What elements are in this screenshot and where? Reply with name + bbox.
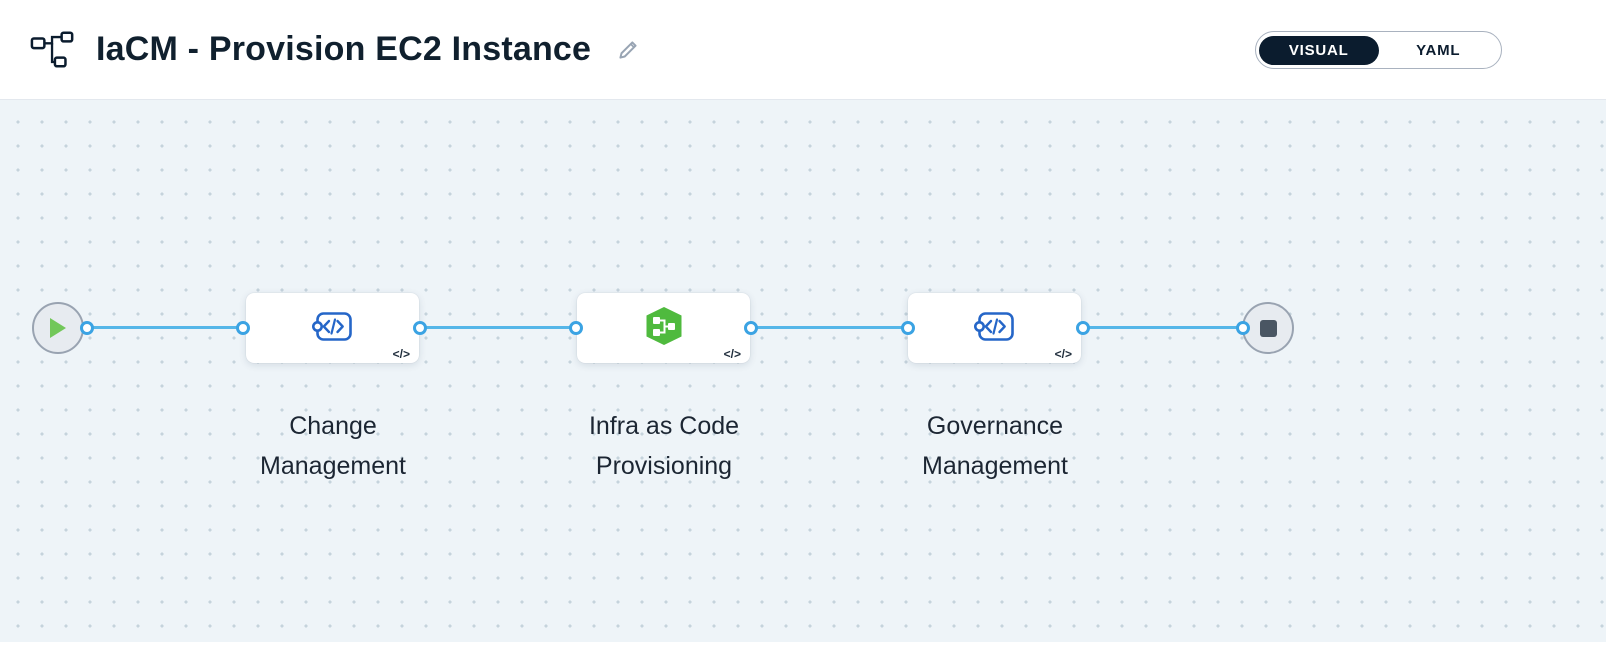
stage-code-badge: </> — [1054, 347, 1072, 361]
stage-label-infra-as-code-provisioning: Infra as Code Provisioning — [588, 412, 740, 480]
connector-port[interactable] — [901, 321, 915, 335]
stage-card-change-management[interactable]: </> — [246, 293, 419, 363]
stage-label-governance-management: Governance Management — [922, 412, 1068, 480]
connector-line — [1083, 326, 1243, 329]
visual-toggle-button[interactable]: VISUAL — [1259, 35, 1379, 65]
connector-line — [420, 326, 576, 329]
pipeline-icon — [30, 30, 76, 70]
stage-code-badge: </> — [392, 347, 410, 361]
play-icon — [50, 318, 76, 338]
custom-stage-icon — [310, 303, 356, 354]
connector-port[interactable] — [569, 321, 583, 335]
connector-port[interactable] — [744, 321, 758, 335]
header: IaCM - Provision EC2 Instance VISUAL YAM… — [0, 0, 1606, 100]
custom-stage-icon — [972, 303, 1018, 354]
connector-line — [751, 326, 908, 329]
connector-port[interactable] — [236, 321, 250, 335]
connector-port[interactable] — [1076, 321, 1090, 335]
edit-pencil-icon[interactable] — [615, 37, 641, 63]
visual-yaml-toggle: VISUAL YAML — [1255, 31, 1502, 69]
stage-card-infra-as-code-provisioning[interactable]: </> — [577, 293, 750, 363]
infra-as-code-icon — [641, 303, 687, 354]
connector-line — [87, 326, 243, 329]
stage-card-governance-management[interactable]: </> — [908, 293, 1081, 363]
start-node — [32, 302, 84, 354]
connector-port[interactable] — [413, 321, 427, 335]
connector-port[interactable] — [80, 321, 94, 335]
yaml-toggle-button[interactable]: YAML — [1379, 36, 1499, 65]
canvas-bottom-strip — [0, 642, 1606, 658]
pipeline-canvas[interactable]: </> </> — [0, 100, 1606, 642]
stop-icon — [1259, 319, 1277, 337]
stage-code-badge: </> — [723, 347, 741, 361]
stage-label-change-management: Change Management — [260, 412, 406, 480]
pipeline-title: IaCM - Provision EC2 Instance — [96, 30, 592, 68]
connector-port[interactable] — [1236, 321, 1250, 335]
